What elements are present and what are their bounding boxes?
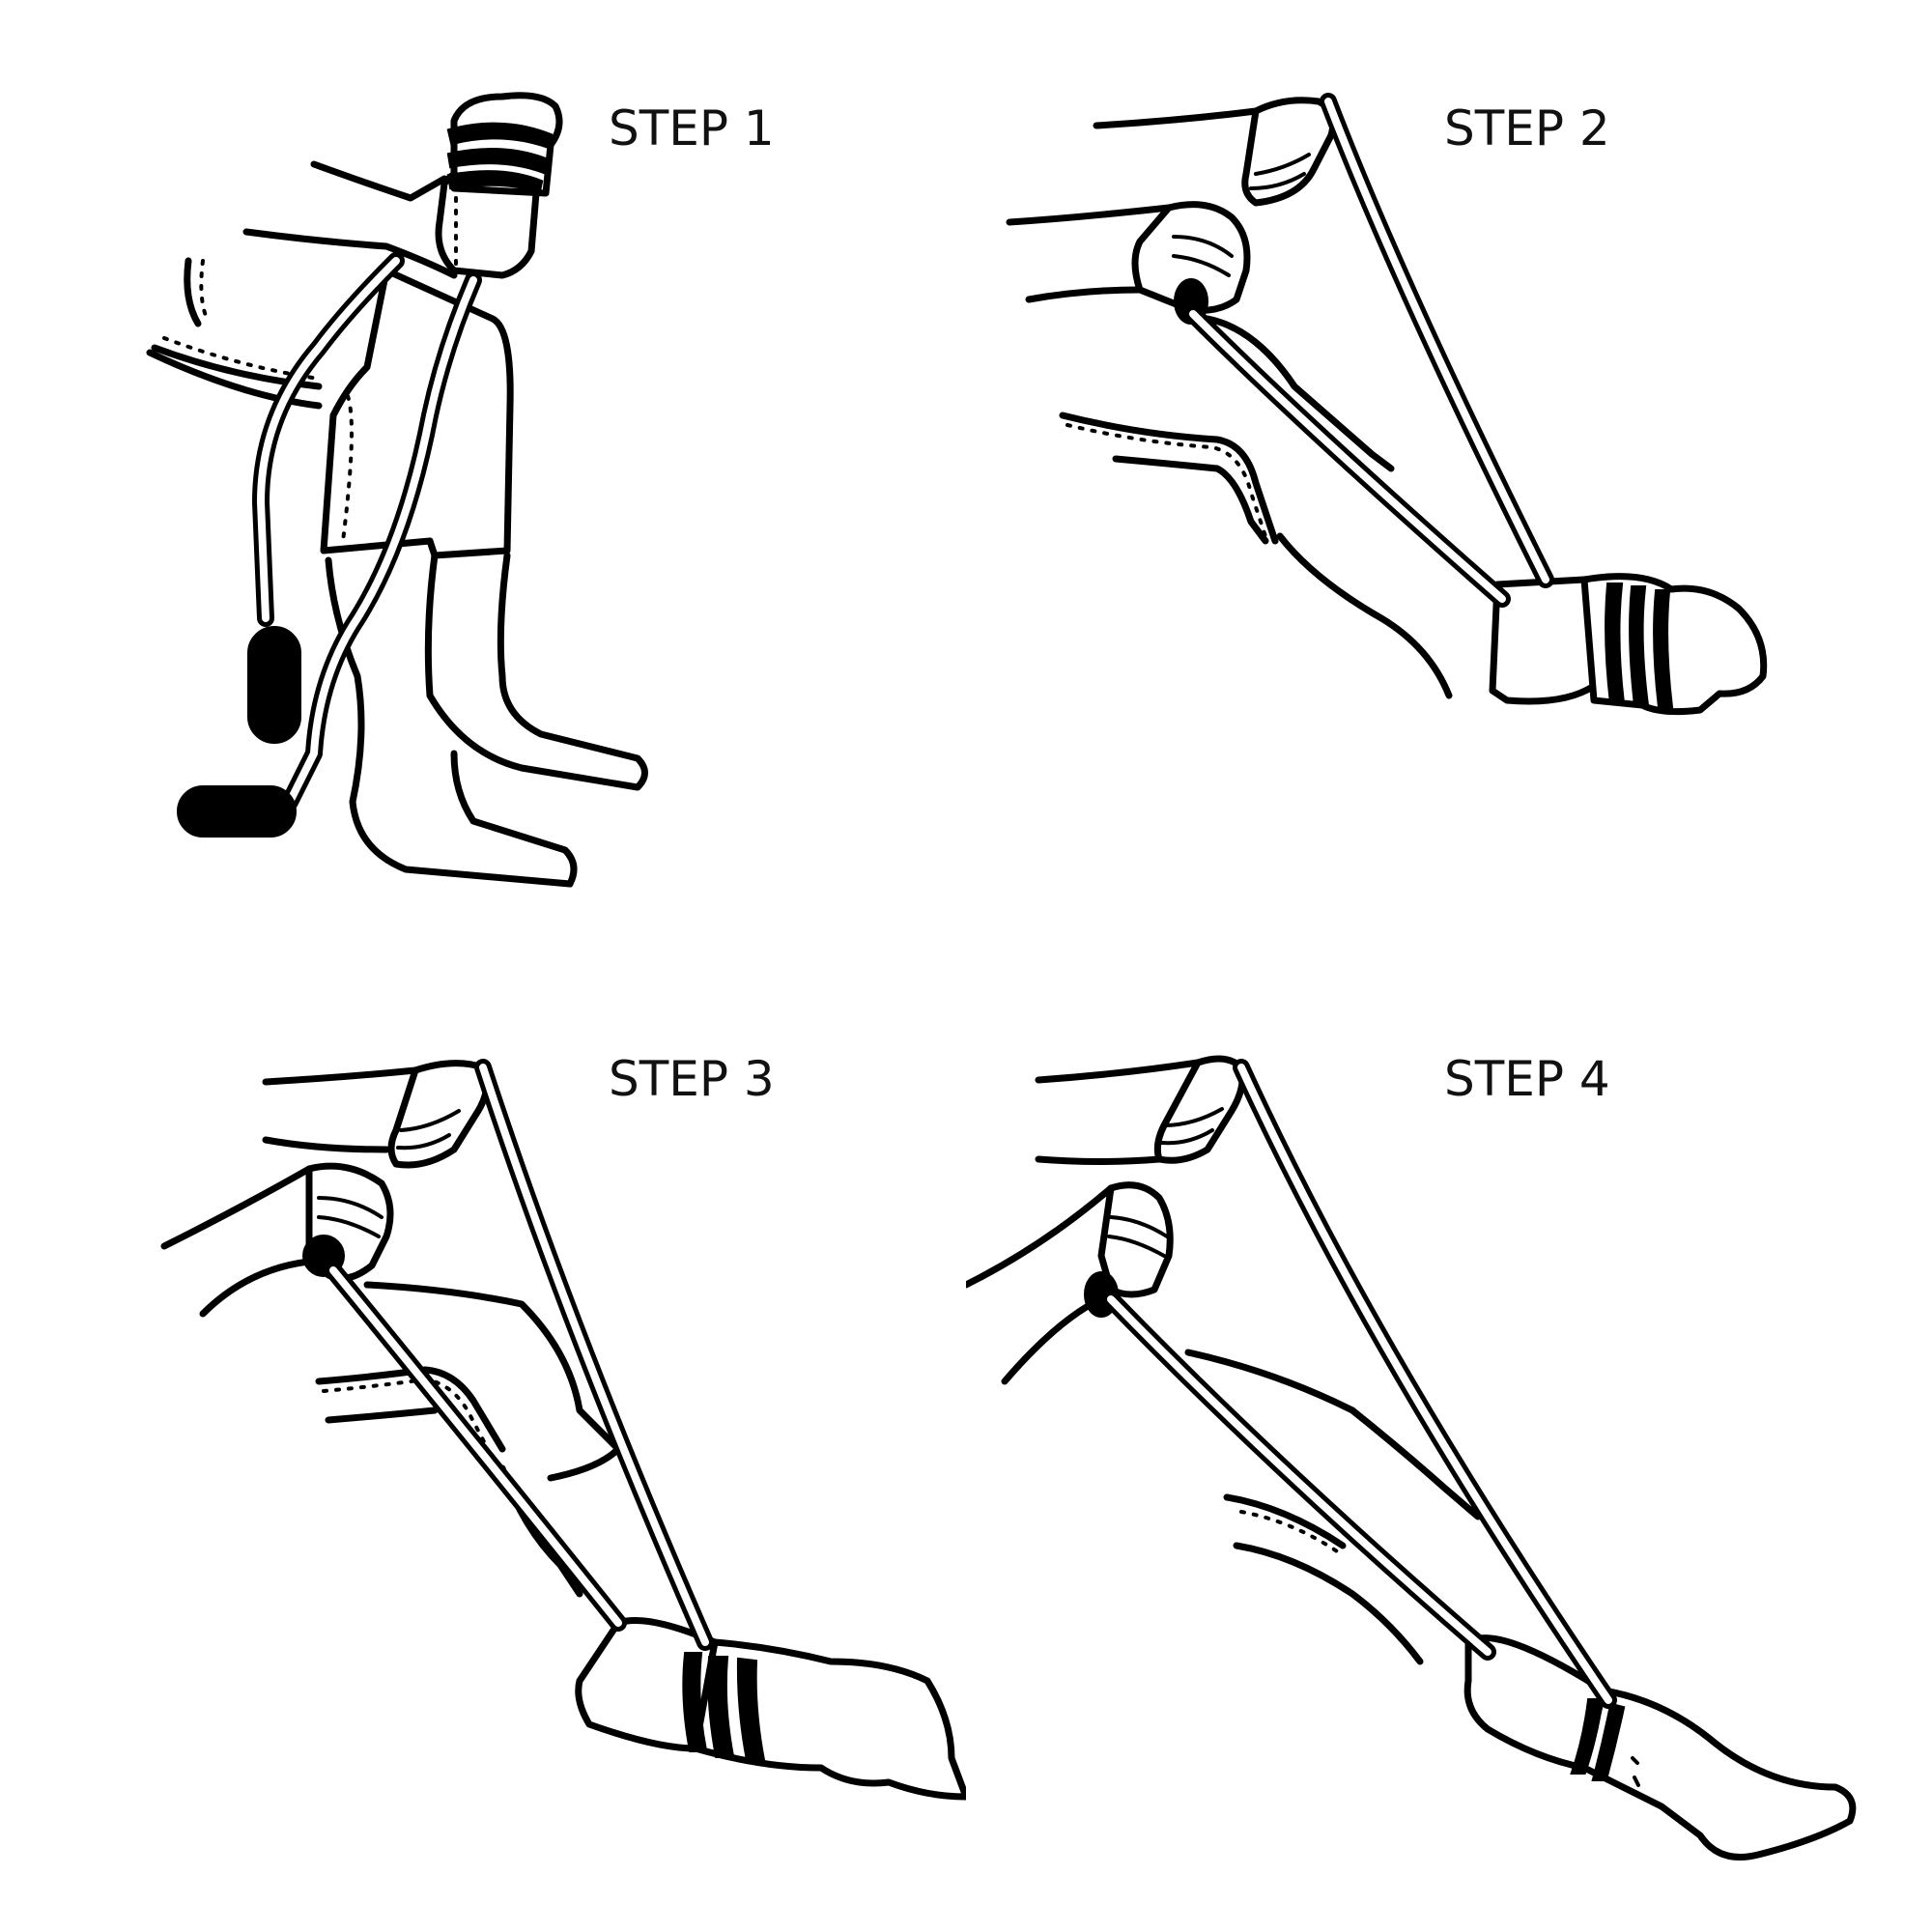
sock-stripe: [736, 1657, 766, 1762]
foot-in-sock: [1580, 1687, 1857, 1861]
shin: [363, 1281, 622, 1482]
shin-top: [1184, 1349, 1482, 1520]
lower-forearm: [199, 1257, 323, 1318]
thigh-bottom: [1233, 1542, 1424, 1665]
upper-forearm: [262, 1136, 390, 1153]
thigh-bottom: [325, 1406, 439, 1424]
step-1-illustration: [146, 92, 648, 888]
step-4-illustration: [966, 1055, 1857, 1861]
sock-stripe: [707, 1656, 735, 1758]
left-leg: [325, 556, 578, 888]
step-3-label: STEP 3: [609, 1051, 775, 1107]
lower-arm: [160, 1165, 313, 1250]
upper-arm: [310, 160, 448, 202]
shorts: [320, 267, 514, 559]
upper-arm: [262, 1066, 419, 1086]
thigh-top: [1059, 412, 1279, 545]
foam-handle-vertical: [247, 626, 301, 744]
upper-hand: [387, 1060, 491, 1169]
sock-stripe: [1629, 585, 1650, 707]
lower-arm: [966, 1184, 1115, 1289]
step-1-label: STEP 1: [609, 100, 775, 156]
step-4-label: STEP 4: [1444, 1051, 1610, 1107]
upper-hand: [1153, 1055, 1246, 1164]
step-2-illustration: [1006, 93, 1768, 716]
sock-stripe: [446, 122, 554, 150]
sock-aid-sleeve: [1463, 1634, 1607, 1772]
sock-aid-sleeve: [575, 1617, 719, 1752]
chair-edge-line: [184, 257, 202, 327]
upper-hand: [1241, 97, 1337, 207]
lower-arm: [1006, 204, 1173, 226]
sock-stripe: [682, 1652, 708, 1752]
upper-forearm: [1035, 1155, 1163, 1165]
sock-bunched: [1580, 573, 1768, 716]
right-leg: [424, 552, 648, 791]
upper-arm: [1035, 1059, 1202, 1084]
foot-in-sock: [692, 1638, 966, 1801]
calf: [1276, 532, 1453, 699]
step-2-label: STEP 2: [1444, 100, 1610, 156]
thigh-top: [1223, 1493, 1347, 1549]
upper-arm: [1093, 98, 1298, 129]
thigh-bottom: [1112, 455, 1269, 545]
sock-stripe: [1605, 582, 1626, 705]
sock-stripe: [446, 148, 549, 175]
step-3-illustration: [160, 1059, 966, 1801]
foam-handle-horizontal: [177, 785, 297, 838]
sock-stripe: [1591, 1702, 1626, 1781]
sock-stripe: [446, 170, 544, 194]
sock-stripe: [1570, 1698, 1605, 1775]
shin-top: [1204, 315, 1395, 472]
step-2-panel: STEP 2: [966, 0, 1932, 966]
step-1-panel: STEP 1: [0, 0, 966, 966]
lower-arm: [242, 228, 458, 279]
step-3-panel: STEP 3: [0, 966, 966, 1932]
step-4-panel: STEP 4: [966, 966, 1932, 1932]
lower-hand: [1097, 1181, 1174, 1298]
lower-forearm: [1025, 286, 1144, 303]
sock-stripe: [1653, 589, 1674, 709]
